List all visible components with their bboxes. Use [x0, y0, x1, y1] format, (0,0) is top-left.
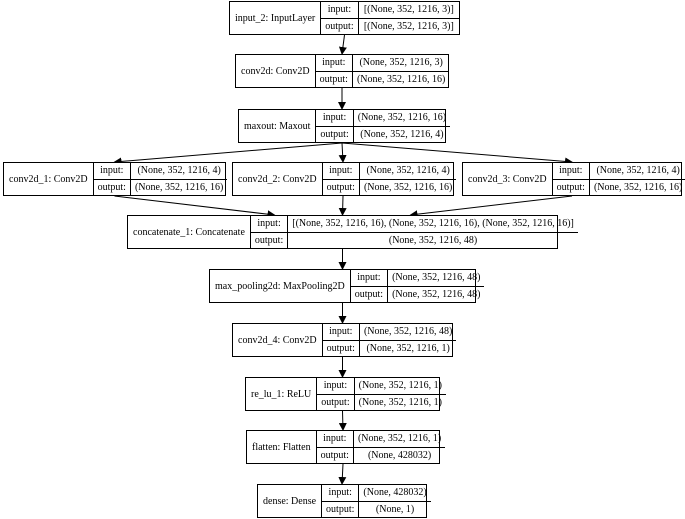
output-shape: (None, 428032): [353, 446, 446, 464]
output-shape: (None, 352, 1216, 16): [352, 70, 450, 88]
node-name: flatten: Flatten: [247, 431, 317, 463]
input-shape: (None, 428032): [363, 487, 427, 499]
node-name: conv2d_2: Conv2D: [233, 163, 323, 195]
node-name: concatenate_1: Concatenate: [128, 216, 251, 248]
node-name: conv2d_1: Conv2D: [4, 163, 94, 195]
input-label: input:: [357, 272, 381, 284]
input-label: input:: [328, 487, 352, 499]
input-shape: (None, 352, 1216, 1): [357, 433, 442, 445]
edge-maxout-to-conv2d_2: [338, 142, 347, 163]
edge-flatten-to-dense: [338, 463, 347, 485]
input-label: input:: [322, 57, 346, 69]
output-shape: (None, 352, 1216, 16): [589, 178, 685, 196]
output-label: output:: [552, 178, 589, 196]
output-label: output:: [250, 231, 288, 249]
node-name: dense: Dense: [258, 485, 323, 517]
output-label: output:: [315, 70, 352, 88]
input-shape: [(None, 352, 1216, 3)]: [363, 4, 454, 16]
edge-conv2d_1-to-concatenate_1: [114, 195, 276, 219]
node-concatenate-1: concatenate_1: Concatenate input:output:…: [127, 215, 578, 249]
input-shape: (None, 352, 1216, 3): [359, 57, 443, 69]
input-label: input:: [323, 380, 348, 392]
node-name: conv2d: Conv2D: [236, 55, 316, 87]
node-name: input_2: InputLayer: [230, 2, 322, 34]
edge-conv2d_3-to-concatenate_1: [409, 195, 573, 219]
node-flatten: flatten: Flatten input:output: (None, 35…: [246, 430, 446, 464]
node-maxout: maxout: Maxout input:output: (None, 352,…: [238, 109, 451, 143]
output-shape: (None, 352, 1216, 1): [354, 393, 446, 411]
node-name: re_lu_1: ReLU: [246, 378, 318, 410]
output-label: output:: [93, 178, 130, 196]
edge-maxout-to-conv2d_3: [341, 142, 573, 166]
input-label: input:: [329, 165, 353, 177]
output-shape: [(None, 352, 1216, 3)]: [358, 17, 459, 35]
output-shape: (None, 352, 1216, 16): [359, 178, 457, 196]
output-label: output:: [317, 393, 354, 411]
input-shape: (None, 352, 1216, 48): [363, 326, 453, 338]
node-name: conv2d_3: Conv2D: [463, 163, 553, 195]
output-label: output:: [316, 125, 353, 143]
input-shape: (None, 352, 1216, 4): [137, 165, 221, 177]
output-label: output:: [350, 285, 388, 303]
input-label: input:: [100, 165, 124, 177]
output-shape: (None, 352, 1216, 1): [359, 339, 457, 357]
node-conv2d-2: conv2d_2: Conv2D input:output: (None, 35…: [232, 162, 457, 196]
edge-re_lu_1-to-flatten: [338, 410, 347, 431]
input-label: input:: [559, 165, 583, 177]
input-shape: (None, 352, 1216, 1): [358, 380, 442, 392]
node-dense: dense: Dense input:output: (None, 428032…: [257, 484, 431, 518]
input-label: input:: [329, 326, 353, 338]
node-conv2d-3: conv2d_3: Conv2D input:output: (None, 35…: [462, 162, 685, 196]
input-shape: (None, 352, 1216, 48): [392, 272, 481, 284]
node-re-lu-1: re_lu_1: ReLU input:output: (None, 352, …: [245, 377, 446, 411]
input-label: input:: [327, 4, 352, 16]
edge-input_2-to-conv2d: [338, 34, 347, 55]
node-input-2: input_2: InputLayer input:output: [(None…: [229, 1, 460, 35]
input-shape: (None, 352, 1216, 16): [357, 112, 447, 124]
output-shape: (None, 352, 1216, 16): [130, 178, 228, 196]
output-label: output:: [322, 178, 359, 196]
node-conv2d-1: conv2d_1: Conv2D input:output: (None, 35…: [3, 162, 228, 196]
node-max-pooling2d: max_pooling2d: MaxPooling2D input:output…: [209, 269, 485, 303]
node-name: conv2d_4: Conv2D: [233, 324, 323, 356]
input-shape: (None, 352, 1216, 4): [366, 165, 450, 177]
node-conv2d-4: conv2d_4: Conv2D input:output: (None, 35…: [232, 323, 457, 357]
input-label: input:: [323, 433, 347, 445]
output-label: output:: [321, 17, 358, 35]
input-label: input:: [322, 112, 347, 124]
output-label: output:: [316, 446, 353, 464]
output-shape: (None, 352, 1216, 48): [388, 285, 485, 303]
edge-conv2d_2-to-concatenate_1: [338, 195, 347, 216]
edge-maxout-to-conv2d_1: [113, 142, 343, 166]
node-name: max_pooling2d: MaxPooling2D: [210, 270, 351, 302]
output-shape: (None, 352, 1216, 48): [288, 231, 578, 249]
node-conv2d: conv2d: Conv2D input:output: (None, 352,…: [235, 54, 450, 88]
output-label: output:: [322, 339, 359, 357]
output-shape: (None, 1): [359, 500, 431, 518]
input-shape: (None, 352, 1216, 4): [596, 165, 680, 177]
output-label: output:: [322, 500, 359, 518]
input-shape: [(None, 352, 1216, 16), (None, 352, 1216…: [292, 218, 574, 230]
output-shape: (None, 352, 1216, 4): [353, 125, 451, 143]
input-label: input:: [257, 218, 281, 230]
node-name: maxout: Maxout: [239, 110, 317, 142]
